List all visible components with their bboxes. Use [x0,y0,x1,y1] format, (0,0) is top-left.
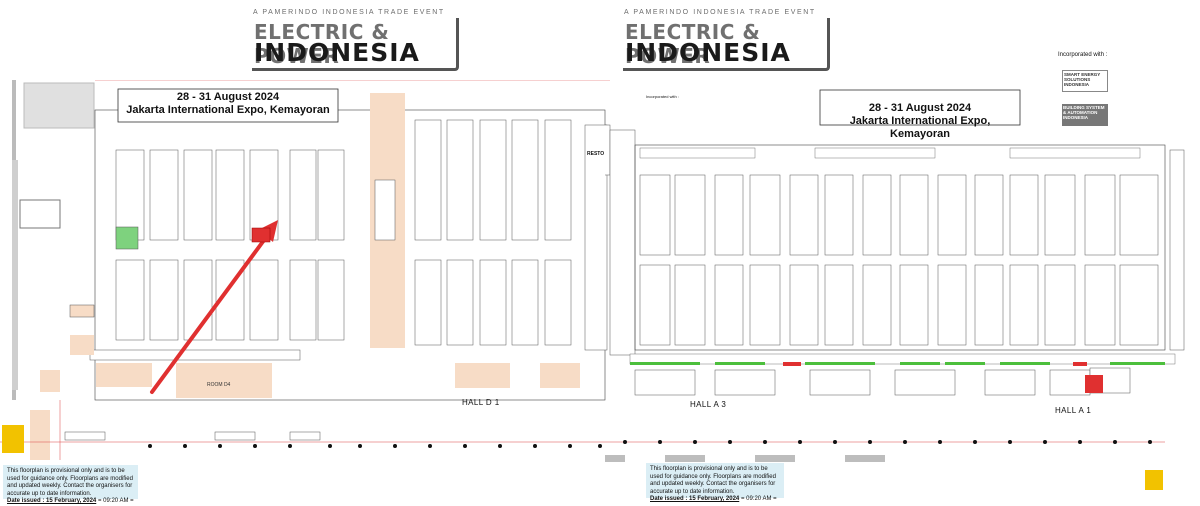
sponsor-2-text: BUILDING SYSTEM & AUTOMATION INDONESIA [1063,105,1105,120]
right-disclaimer-note: This floorplan is provisional only and i… [646,463,784,502]
right-tagline: A PAMERINDO INDONESIA TRADE EVENT [624,9,816,16]
left-date: 28 - 31 August 2024 Jakarta Internationa… [118,91,338,117]
right-time-issued: = 09:20 AM = [740,496,777,502]
right-date: 28 - 31 August 2024 Jakarta Internationa… [820,102,1020,141]
left-tagline: A PAMERINDO INDONESIA TRADE EVENT [253,9,445,16]
left-logo-top: ELECTRIC & POWER [254,20,390,68]
right-date-issued: Date issued : 15 February, 2024 [650,496,740,502]
left-time-issued: = 09:20 AM = [97,498,134,504]
left-logo: ELECTRIC & POWER INDONESIA [252,18,459,71]
left-disclaimer-note: This floorplan is provisional only and i… [3,465,138,504]
left-date-issued: Date issued : 15 February, 2024 [7,498,97,504]
right-logo-bottom: INDONESIA [625,38,791,67]
left-note-text: This floorplan is provisional only and i… [7,468,133,497]
sponsor-logo-smart-energy: SMART ENERGY SOLUTIONS INDONESIA [1062,70,1108,92]
sponsor-1-text: SMART ENERGY SOLUTIONS INDONESIA [1064,72,1101,87]
left-logo-bottom: INDONESIA [254,38,420,67]
resto-label: RESTO [587,151,605,157]
right-floorplan [605,89,1185,490]
left-date-line1: 28 - 31 August 2024 [176,91,280,103]
left-date-line2: Jakarta International Expo, Kemayoran [126,104,330,116]
right-date-line1: 28 - 31 August 2024 [868,102,972,114]
incorporated-label-left: Incorporated with : [646,94,679,99]
sponsor-logo-building-system: BUILDING SYSTEM & AUTOMATION INDONESIA [1062,104,1108,126]
hall-a3-label: HALL A 3 [690,400,727,409]
hall-d1-label: HALL D 1 [462,398,500,407]
right-logo: ELECTRIC & POWER INDONESIA [623,18,830,71]
right-logo-top: ELECTRIC & POWER [625,20,761,68]
left-room-label: ROOM D4 [207,382,231,388]
left-floorplan [0,80,610,460]
right-note-text: This floorplan is provisional only and i… [650,466,776,495]
hall-a1-label: HALL A 1 [1055,406,1092,415]
incorporated-label-right: Incorporated with : [1058,52,1108,58]
right-date-line2: Jakarta International Expo, Kemayoran [849,115,991,140]
